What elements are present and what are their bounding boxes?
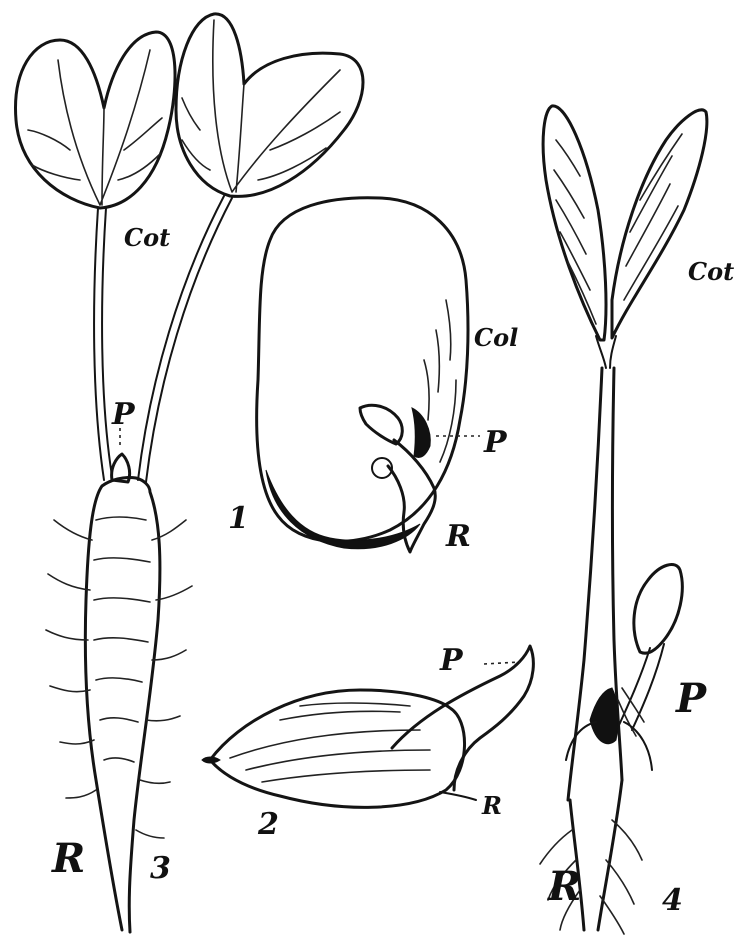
fig1-plumule xyxy=(360,405,402,444)
fig3-cot-label: Cot xyxy=(124,223,170,252)
fig3-radicle-label: R xyxy=(51,835,85,882)
fig2-plumule-leader xyxy=(484,662,520,664)
fig3-root-wrinkles xyxy=(94,517,150,762)
fig1-radicle-label: R xyxy=(445,519,471,554)
figure-1-seed xyxy=(257,198,480,552)
fig3-left-stalk xyxy=(94,208,112,480)
fig3-root-body xyxy=(85,477,160,932)
fig4-left-cotyledon-veins xyxy=(554,140,596,324)
fig4-right-cotyledon-veins xyxy=(624,134,682,300)
fig3-plumule-label: P xyxy=(111,397,136,432)
fig2-radicle-label: R xyxy=(481,791,502,820)
fig3-left-cotyledon-outer xyxy=(16,32,176,208)
fig4-plumule-bud xyxy=(634,565,682,654)
fig2-number: 2 xyxy=(257,807,279,842)
labels: Cot P R Col P R P R Cot P R 1 2 3 4 xyxy=(51,223,734,918)
fig2-cotyledon-veins xyxy=(230,703,430,782)
fig2-cotyledon-outline xyxy=(210,690,465,807)
fig4-cot-label: Cot xyxy=(688,257,734,286)
fig2-radicle xyxy=(440,792,476,800)
fig1-embryo-dark xyxy=(412,408,430,458)
fig4-right-cotyledon xyxy=(612,110,707,338)
fig1-number: 1 xyxy=(228,501,249,536)
fig4-radicle-label: R xyxy=(547,863,581,910)
figure-4-seedling xyxy=(540,106,707,934)
fig1-plumule-label: P xyxy=(483,425,508,460)
fig2-seed-tip xyxy=(202,757,220,763)
fig4-left-cotyledon xyxy=(543,106,606,340)
fig3-right-cotyledon-veins xyxy=(182,20,340,192)
fig4-number: 4 xyxy=(662,883,683,918)
fig1-cot-label: Col xyxy=(474,323,518,352)
fig3-number: 3 xyxy=(150,851,171,886)
fig4-seed-coat xyxy=(590,688,618,744)
fig4-plumule-stalk xyxy=(614,644,664,736)
fig2-plumule-label: P xyxy=(439,643,464,678)
fig2-plumule xyxy=(392,646,533,790)
fig1-seed-outline xyxy=(257,198,468,542)
figure-3-seedling xyxy=(16,14,363,932)
figure-2-embryo xyxy=(202,646,533,807)
fig3-right-cotyledon-outer xyxy=(176,14,363,196)
fig3-rootlets xyxy=(46,520,192,838)
fig4-plumule-label: P xyxy=(675,675,708,722)
